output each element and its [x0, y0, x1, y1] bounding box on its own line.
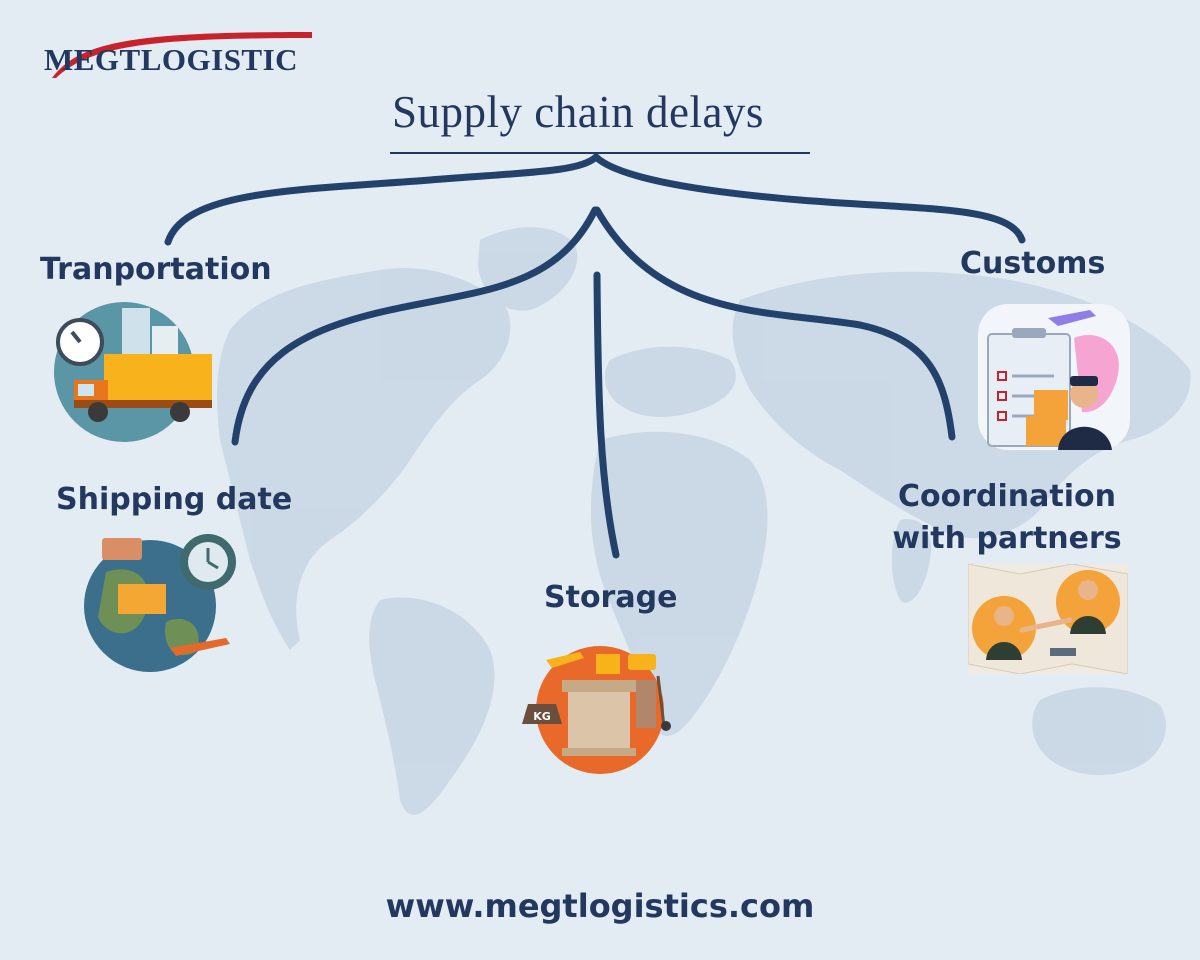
south-america-shape [369, 597, 495, 815]
logo-swoosh [52, 32, 312, 78]
label-transportation: Tranportation [40, 252, 272, 287]
label-shipping-date: Shipping date [56, 482, 293, 517]
customs-officer-clipboard-icon [978, 304, 1130, 450]
weight-badge-text: KG [533, 710, 551, 723]
india-shape [891, 519, 931, 603]
page-title: Supply chain delays [392, 87, 764, 137]
partners-handshake-map-icon [968, 564, 1128, 674]
branch-coordination [593, 206, 956, 441]
brace-left [164, 153, 600, 246]
label-storage: Storage [544, 580, 678, 615]
brace-right [592, 153, 1026, 244]
globe-clock-plane-icon [84, 534, 236, 672]
branch-shipping [231, 206, 599, 446]
north-america-shape [217, 268, 511, 650]
brand-logo: MEGTLOGISTIC [44, 42, 299, 77]
greenland-shape [478, 227, 578, 311]
label-customs: Customs [960, 246, 1106, 281]
europe-shape [604, 346, 736, 417]
warehouse-box-icon: KG [522, 646, 671, 774]
branch-storage [593, 271, 620, 559]
australia-shape [1032, 687, 1166, 775]
truck-24h-icon [54, 302, 212, 442]
label-coordination: Coordination with partners [892, 479, 1122, 556]
website-url[interactable]: www.megtlogistics.com [385, 887, 815, 925]
